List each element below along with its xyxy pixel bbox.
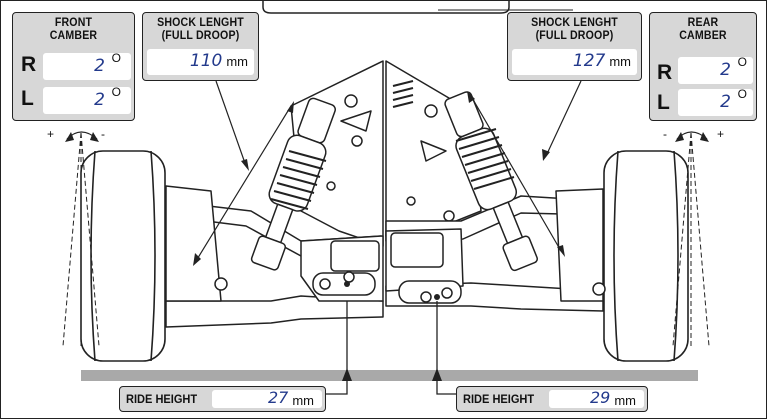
rear-camber-l-degree: O bbox=[737, 87, 747, 101]
front-camber-r-field[interactable]: 2 O bbox=[43, 51, 131, 80]
rear-camber-r-label: R bbox=[657, 61, 673, 84]
rear-camber-l-value: 2 bbox=[720, 92, 731, 112]
front-camber-l-degree: O bbox=[111, 85, 121, 99]
rear-spring-wound bbox=[392, 80, 414, 108]
front-shock-arrow-top bbox=[287, 101, 294, 113]
header-box-outline bbox=[262, 1, 510, 14]
front-camber-l-label: L bbox=[21, 87, 34, 110]
rear-camber-plus: + bbox=[717, 127, 725, 141]
front-camber-r-degree: O bbox=[111, 51, 121, 65]
rear-shock-title-line1: SHOCK LENGHT bbox=[531, 17, 618, 29]
rear-ride-height-arrow bbox=[432, 368, 442, 381]
rear-camber-arrow-left bbox=[675, 132, 684, 142]
front-camber-l-value: 2 bbox=[94, 90, 105, 110]
rear-camber-box: REAR CAMBER R 2 O L 2 O bbox=[649, 12, 757, 121]
front-camber-arrow-right bbox=[90, 132, 99, 142]
front-ride-height-point bbox=[344, 281, 350, 287]
front-wheel bbox=[80, 150, 166, 362]
rear-shock-leader bbox=[545, 80, 582, 157]
front-shock-unit: mm bbox=[226, 54, 248, 69]
rear-camber-guides bbox=[672, 132, 710, 347]
front-camber-box: FRONT CAMBER R 2 O L 2 O bbox=[12, 12, 135, 121]
rear-camber-r-field[interactable]: 2 O bbox=[678, 55, 753, 84]
rear-shock-leader-arrow bbox=[542, 149, 550, 161]
front-ride-height-leader bbox=[326, 301, 348, 395]
front-camber-title-line2: CAMBER bbox=[49, 30, 98, 42]
front-ride-height-label: RIDE HEIGHT bbox=[126, 392, 198, 406]
rear-ride-height-point bbox=[434, 294, 440, 300]
ground-bar bbox=[81, 370, 698, 381]
front-shock-arrow-bottom bbox=[193, 253, 201, 266]
rear-shock-unit: mm bbox=[609, 54, 631, 69]
front-shock-leader bbox=[215, 80, 247, 167]
front-camber-l-field[interactable]: 2 O bbox=[43, 85, 131, 114]
front-camber-arrow-left bbox=[65, 132, 74, 142]
rear-ride-height-leader bbox=[436, 301, 456, 395]
front-ride-height-unit: mm bbox=[292, 393, 314, 408]
rear-camber-r-degree: O bbox=[737, 55, 747, 69]
front-camber-minus: - bbox=[101, 127, 105, 141]
rear-ride-height-unit: mm bbox=[614, 393, 636, 408]
front-shock-title-line2: (FULL DROOP) bbox=[161, 30, 240, 42]
front-camber-r-label: R bbox=[21, 53, 37, 76]
rear-shock-arrow-bottom bbox=[557, 245, 565, 257]
front-camber-guides bbox=[62, 132, 100, 347]
front-shock-title-line1: SHOCK LENGHT bbox=[157, 17, 244, 29]
front-shock-leader-arrow bbox=[241, 159, 249, 171]
rear-camber-title-line2: CAMBER bbox=[679, 30, 727, 42]
front-shock-value: 110 bbox=[189, 51, 223, 71]
front-camber-title-line1: FRONT bbox=[54, 17, 93, 29]
front-ride-height-value: 27 bbox=[267, 388, 289, 407]
rear-wheel bbox=[603, 150, 689, 362]
rear-camber-l-label: L bbox=[657, 91, 670, 114]
rear-ride-height-label: RIDE HEIGHT bbox=[463, 392, 535, 406]
rear-camber-minus: - bbox=[663, 127, 667, 141]
rear-ride-height-value: 29 bbox=[589, 388, 611, 407]
front-suspension-assembly bbox=[165, 60, 384, 328]
rear-shock-arrow-top bbox=[467, 91, 475, 103]
rear-suspension-assembly bbox=[385, 60, 606, 312]
front-ride-height-arrow bbox=[342, 368, 352, 381]
rear-shock-value: 127 bbox=[572, 51, 606, 71]
front-camber-plus: + bbox=[47, 127, 55, 141]
rear-camber-title-line1: REAR bbox=[687, 17, 719, 29]
rear-camber-l-field[interactable]: 2 O bbox=[678, 87, 753, 116]
front-camber-r-value: 2 bbox=[94, 56, 105, 76]
rear-camber-arrow-right bbox=[700, 132, 709, 142]
rear-shock-title-line2: (FULL DROOP) bbox=[535, 30, 614, 42]
rear-camber-r-value: 2 bbox=[720, 60, 731, 80]
